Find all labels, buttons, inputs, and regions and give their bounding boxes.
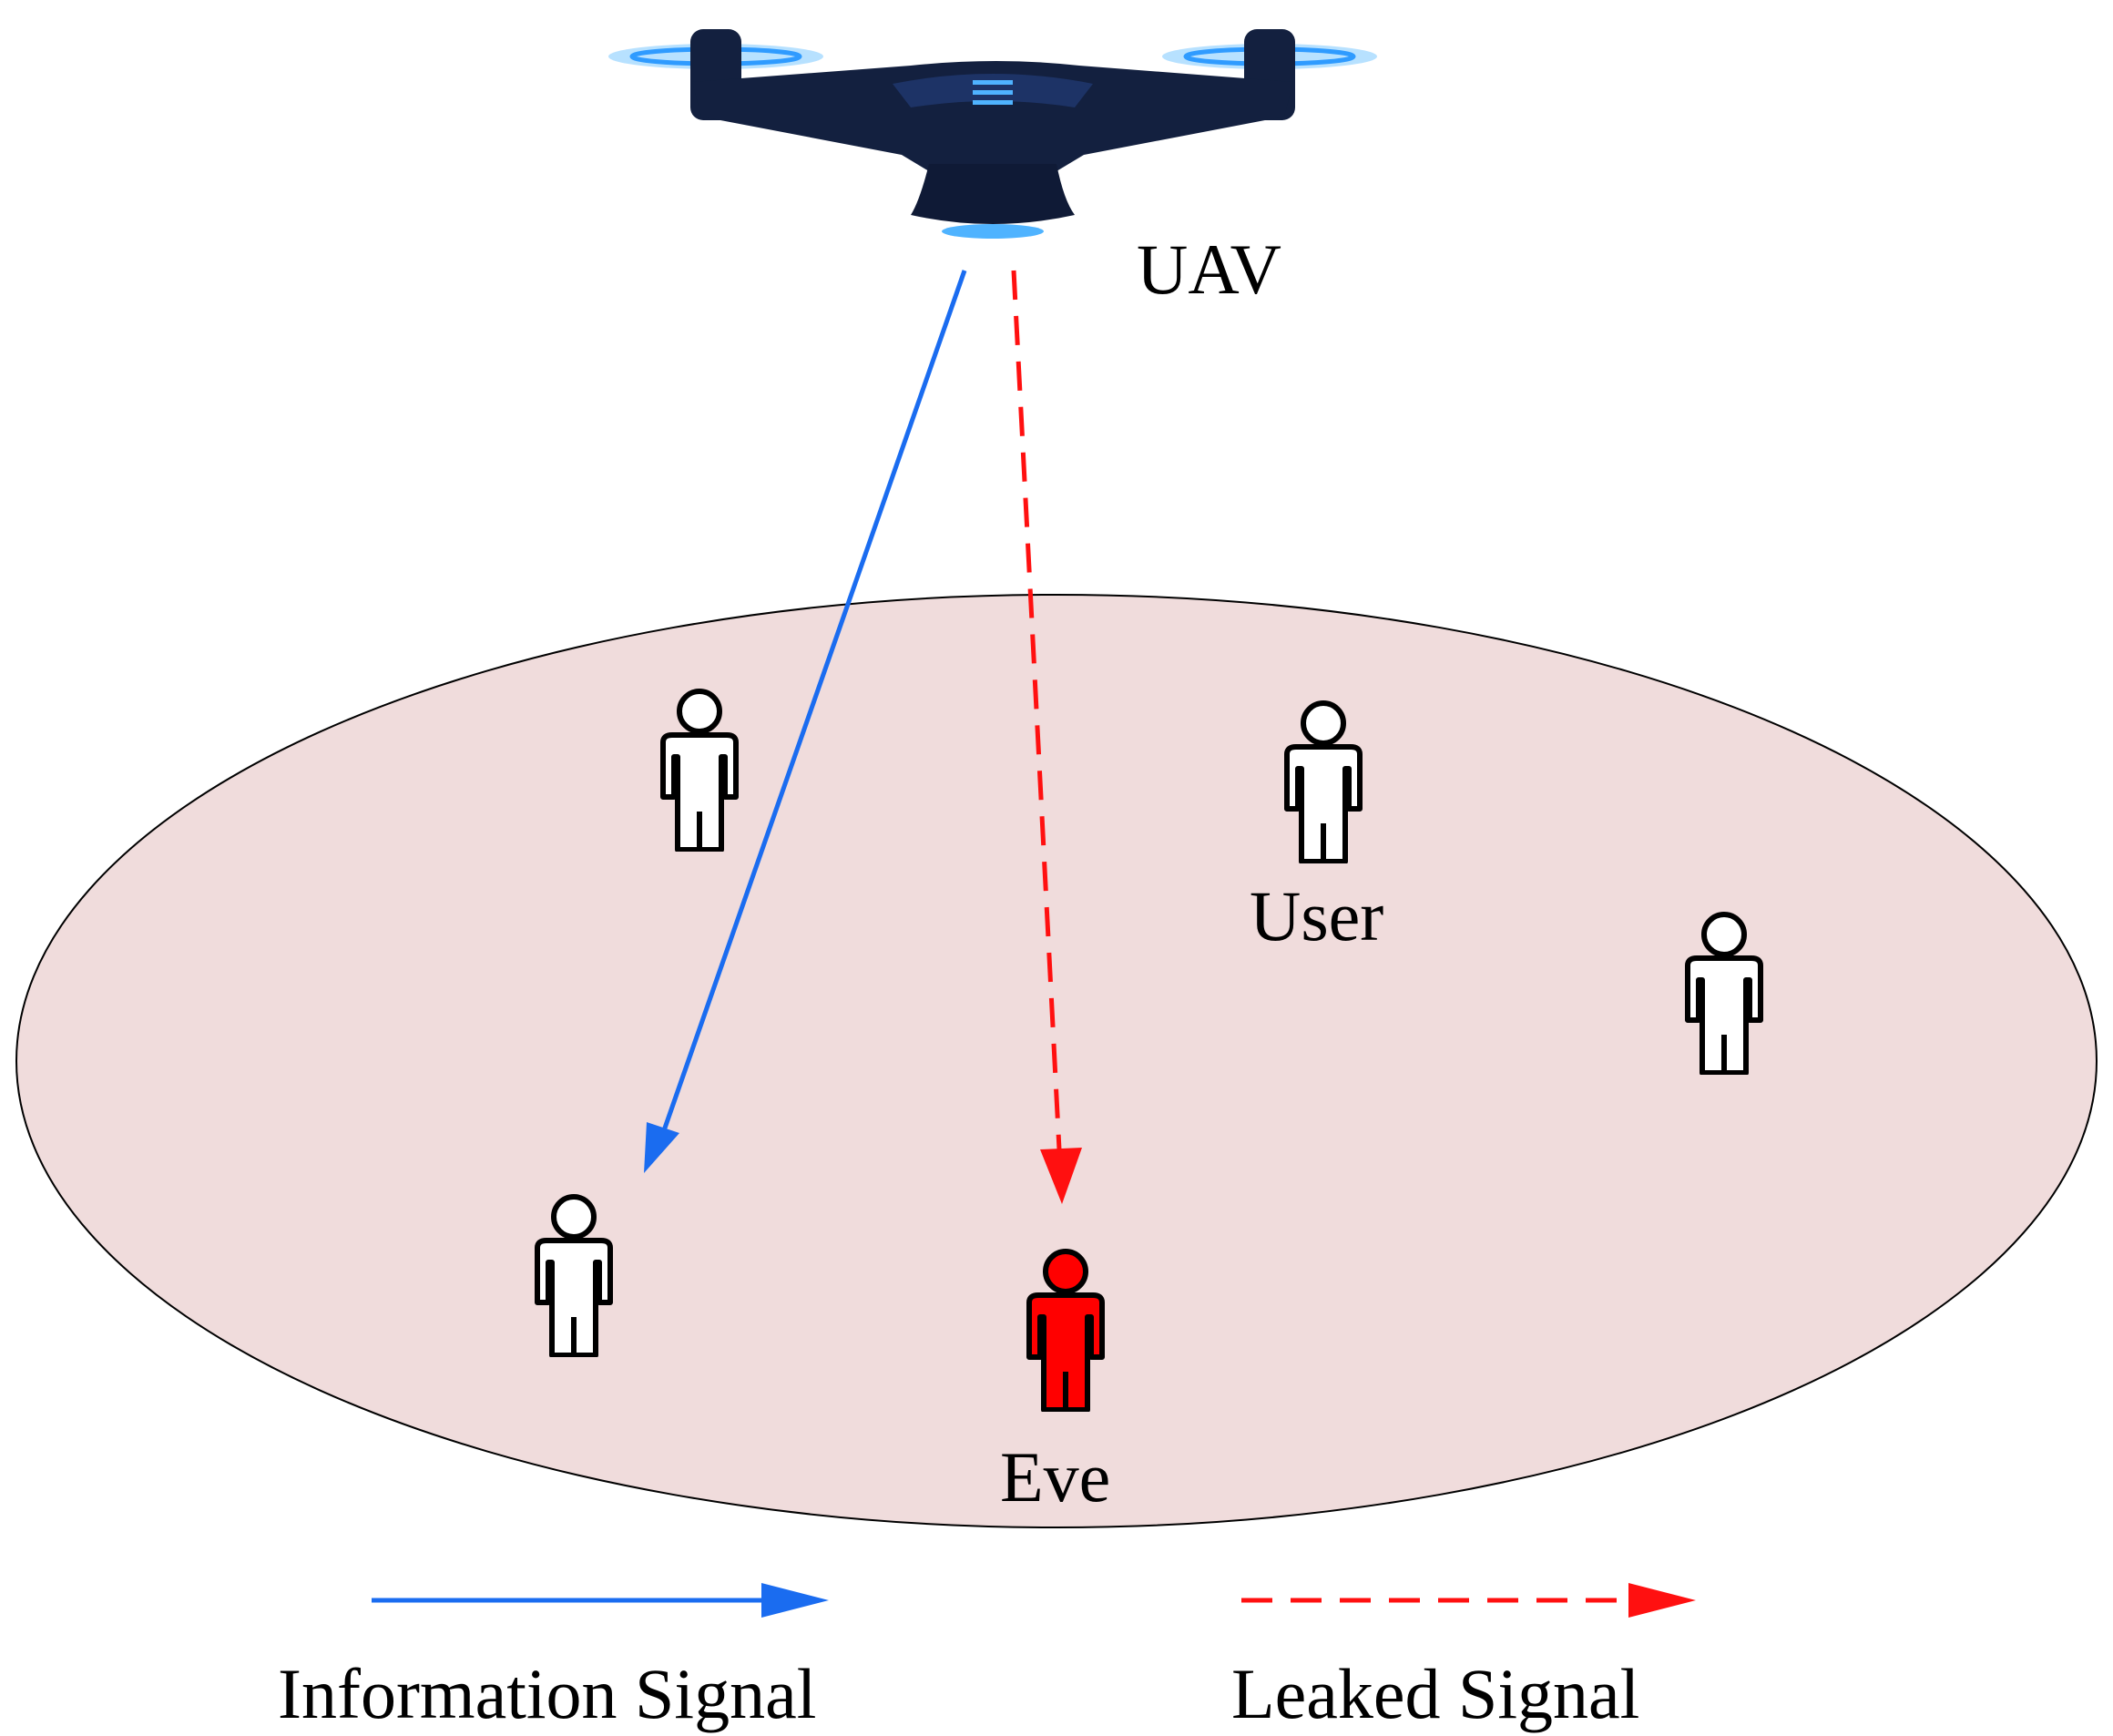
legend: Information Signal Leaked Signal <box>278 1583 1696 1733</box>
information-signal-arrow <box>644 270 967 1173</box>
legend-information-signal: Information Signal <box>278 1583 829 1733</box>
uav-drone-icon <box>608 29 1377 239</box>
user-label: User <box>1250 876 1383 955</box>
leaked-signal-arrow <box>1011 270 1082 1204</box>
legend-information-signal-label: Information Signal <box>278 1654 816 1733</box>
legend-leaked-signal-label: Leaked Signal <box>1231 1654 1639 1733</box>
uav-label: UAV <box>1137 230 1281 309</box>
legend-leaked-signal: Leaked Signal <box>1231 1583 1696 1733</box>
eve-label: Eve <box>1000 1437 1110 1516</box>
